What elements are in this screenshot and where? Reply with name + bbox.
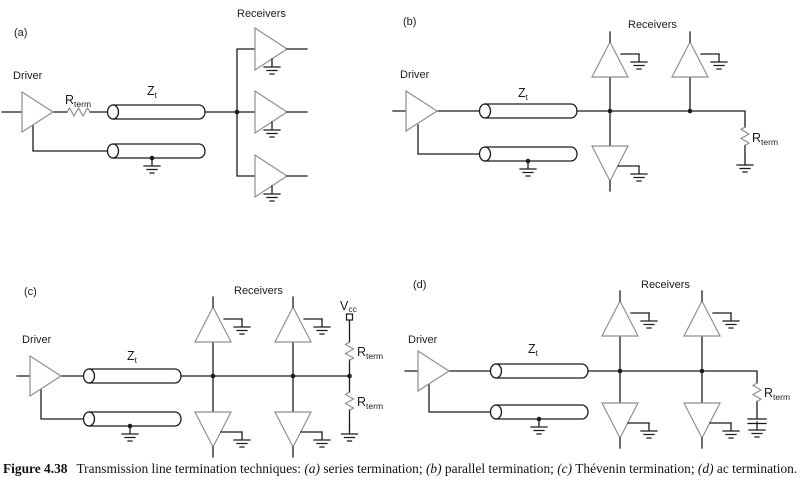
transmission-line [82,368,182,384]
driver-buffer [29,355,62,397]
figure-caption: Figure 4.38 Transmission line termination… [3,461,800,478]
junction-dot [234,109,240,115]
caption-text: Thévenin termination; [572,461,698,476]
junction-dot [607,108,613,114]
series-resistor [66,107,91,117]
wires [404,335,758,420]
pullup-resistor-label: Rterm [357,345,383,361]
receiver-buffer [592,32,647,77]
pulldown-resistor-label: Rterm [357,395,383,411]
caption-figure-number: Figure 4.38 [3,461,68,476]
panel-d-tag: (d) [413,279,426,291]
driver-label: Driver [22,334,52,346]
return-line [106,143,206,159]
caption-ref-b: (b) [425,461,442,476]
panel-b: (b) Receivers Driver Zt Rterm [392,16,778,240]
receiver-buffer [255,155,307,201]
return-line [82,411,182,427]
caption-text: Transmission line termination techniques… [76,461,305,476]
caption-text: ac termination. [713,461,798,476]
driver-buffer [417,350,450,392]
driver-label: Driver [400,69,430,81]
receiver-buffer [672,32,727,77]
ground-icon [748,421,766,438]
junction-dot [687,108,693,114]
driver-label: Driver [13,70,43,82]
receiver-buffer [255,91,307,137]
receivers-label: Receivers [234,285,283,297]
series-resistor-label: Rterm [65,93,91,109]
receiver-buffer [275,297,330,342]
termination-resistor-label: Rterm [764,386,790,402]
wires [392,76,746,158]
caption-text: series termination; [319,461,426,476]
driver-label: Driver [408,334,438,346]
receiver-buffer [592,146,647,191]
junction-dot [347,373,352,379]
receiver-buffer [195,412,250,457]
termination-resistor [752,382,762,403]
panel-b-tag: (b) [403,16,416,28]
ground-icon [530,418,548,435]
line-impedance-label: Zt [147,84,158,100]
junction-dot [210,373,216,379]
vcc-terminal [345,313,354,321]
line-impedance-label: Zt [518,86,529,102]
receiver-buffer [602,403,657,448]
caption-ref-a: (a) [304,461,320,476]
ground-icon [736,156,754,173]
receiver-buffer [684,403,739,448]
junction-dot [699,368,705,374]
receiver-buffer [255,28,307,74]
ground-icon [143,157,161,174]
transmission-line [489,363,589,379]
line-impedance-label: Zt [127,349,138,365]
caption-ref-c: (c) [557,461,573,476]
receiver-buffer [684,291,739,336]
receivers-label: Receivers [628,19,677,31]
panel-a: (a) Receivers Driver Rterm Zt [1,8,340,240]
receiver-buffer [602,291,657,336]
receivers-label: Receivers [237,8,286,20]
vcc-label: Vcc [340,299,358,314]
ground-icon [121,425,139,442]
ground-icon [519,160,537,177]
pulldown-resistor [344,391,355,412]
driver-buffer [405,90,438,132]
panel-c-tag: (c) [24,286,37,298]
junction-dot [290,373,296,379]
receivers-label: Receivers [641,279,690,291]
transmission-line [106,104,206,120]
receiver-buffer [195,297,250,342]
panel-a-tag: (a) [14,27,27,39]
driver-buffer [21,91,54,133]
receiver-buffer [275,412,330,457]
termination-resistor-label: Rterm [752,131,778,147]
ground-icon [340,425,359,442]
transmission-line [478,103,578,119]
panel-d: (d) Receivers Driver Zt Rterm [404,279,790,465]
caption-ref-d: (d) [697,461,714,476]
panel-c: (c) Receivers Driver Zt Vcc Rterm Rterm [16,285,383,465]
junction-dot [617,368,623,374]
termination-resistor [740,126,750,147]
caption-text: parallel termination; [441,461,558,476]
pullup-resistor [344,341,355,362]
line-impedance-label: Zt [528,342,539,358]
